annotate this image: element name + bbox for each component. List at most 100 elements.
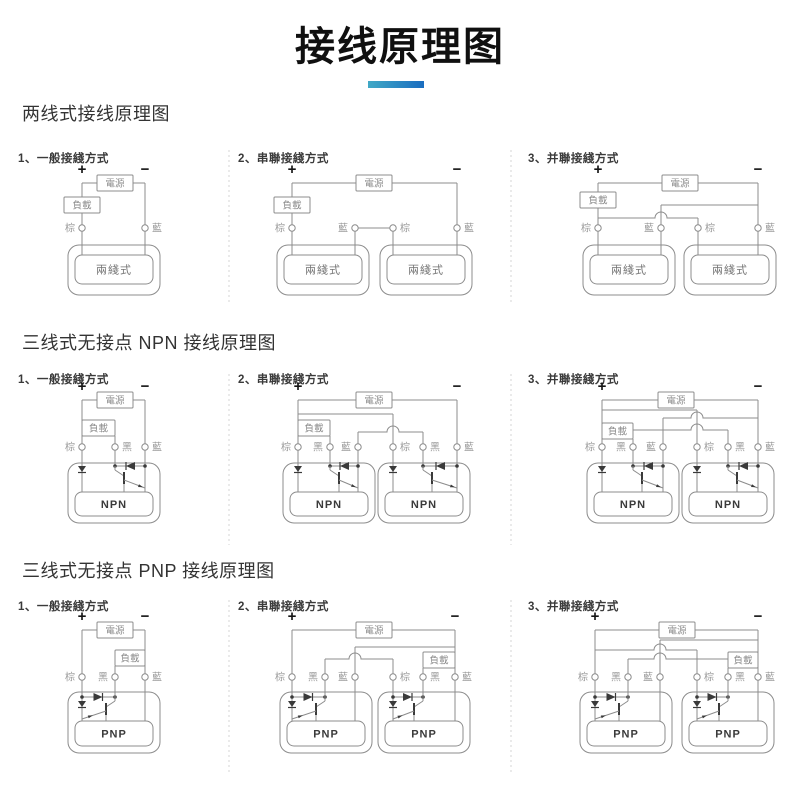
power-box-two-wire-general bbox=[96, 174, 134, 192]
caption-pnp-series: 2、串聯接綫方式 bbox=[238, 601, 329, 613]
junction-dot bbox=[391, 695, 395, 699]
terminal-label-black: 黑 bbox=[308, 672, 318, 684]
sensor-label-pnp-parallel-0: PNP bbox=[613, 729, 639, 741]
page-title: 接线原理图 bbox=[295, 25, 505, 69]
load-box-pnp-parallel bbox=[727, 651, 759, 669]
sensor-label-npn-general-0: NPN bbox=[101, 499, 127, 511]
minus-terminal-label: − bbox=[451, 608, 460, 625]
load-box-npn-series bbox=[297, 419, 331, 437]
load-box-pnp-parallel-label: 負載 bbox=[733, 655, 753, 667]
minus-terminal-label: − bbox=[141, 161, 150, 178]
junction-dot bbox=[756, 464, 760, 468]
sensor-inner-box-npn-parallel-0 bbox=[593, 491, 673, 517]
terminal-brown bbox=[389, 224, 397, 232]
load-box-pnp-series-label: 負載 bbox=[429, 655, 449, 667]
diode-icon bbox=[436, 462, 445, 470]
sensor-inner-box-pnp-general-0 bbox=[74, 720, 154, 747]
sensor-inner-box-two-wire-general-0 bbox=[74, 254, 154, 285]
terminal-black bbox=[321, 673, 329, 681]
terminal-label-brown: 棕 bbox=[581, 222, 591, 235]
sensor-inner-box-pnp-parallel-0 bbox=[586, 720, 666, 747]
emitter-arrow bbox=[397, 715, 403, 719]
minus-terminal-label: − bbox=[141, 378, 150, 395]
terminal-brown bbox=[694, 224, 702, 232]
terminal-brown bbox=[389, 443, 397, 451]
plus-terminal-label: + bbox=[294, 378, 303, 395]
terminal-label-blue: 藍 bbox=[643, 671, 653, 684]
terminal-label-brown: 棕 bbox=[65, 671, 75, 684]
wire-jump bbox=[595, 643, 697, 651]
load-box-npn-series-label: 負載 bbox=[304, 423, 324, 435]
load-box-pnp-general-label: 負載 bbox=[120, 653, 140, 665]
diode-icon bbox=[340, 462, 349, 470]
section-heading-two-wire: 两线式接线原理图 bbox=[22, 104, 170, 124]
load-box-two-wire-series bbox=[273, 196, 311, 214]
terminal-label-blue: 藍 bbox=[152, 222, 162, 235]
diode-icon bbox=[403, 693, 412, 701]
terminal-label-blue: 藍 bbox=[152, 441, 162, 454]
minus-terminal-label: − bbox=[141, 608, 150, 625]
wire-jump bbox=[325, 652, 393, 660]
sensor-inner-box-npn-parallel-1 bbox=[688, 491, 768, 517]
load-box-two-wire-general-label: 負載 bbox=[72, 200, 92, 212]
terminal-label-black: 黑 bbox=[616, 442, 626, 454]
power-box-npn-parallel-label: 電源 bbox=[666, 396, 686, 407]
terminal-brown bbox=[389, 673, 397, 681]
power-box-two-wire-series-label: 電源 bbox=[364, 179, 384, 190]
load-box-two-wire-parallel bbox=[579, 191, 617, 209]
emitter-arrow bbox=[87, 715, 93, 719]
diode-icon bbox=[598, 466, 606, 472]
terminal-brown bbox=[594, 224, 602, 232]
terminal-label-black: 黑 bbox=[735, 442, 745, 454]
terminal-label-brown: 棕 bbox=[275, 222, 285, 235]
terminal-black bbox=[419, 443, 427, 451]
terminal-blue bbox=[656, 673, 664, 681]
terminal-label-brown: 棕 bbox=[281, 441, 291, 454]
power-box-pnp-series bbox=[355, 621, 393, 639]
sensor-inner-box-two-wire-parallel-1 bbox=[690, 254, 770, 285]
plus-terminal-label: + bbox=[288, 608, 297, 625]
terminal-label-blue: 藍 bbox=[765, 671, 775, 684]
sensor-inner-box-pnp-series-1 bbox=[384, 720, 464, 747]
terminal-label-brown: 棕 bbox=[275, 671, 285, 684]
terminal-black bbox=[326, 443, 334, 451]
terminal-black bbox=[629, 443, 637, 451]
plus-terminal-label: + bbox=[78, 608, 87, 625]
terminal-black bbox=[419, 673, 427, 681]
power-box-npn-general-label: 電源 bbox=[105, 396, 125, 407]
section-heading-pnp: 三线式无接点 PNP 接线原理图 bbox=[22, 561, 275, 581]
power-box-two-wire-series bbox=[355, 174, 393, 192]
wire-jump bbox=[633, 423, 728, 431]
power-box-two-wire-parallel-label: 電源 bbox=[670, 179, 690, 190]
diode-icon bbox=[606, 693, 616, 701]
terminal-black bbox=[111, 673, 119, 681]
load-box-pnp-series bbox=[422, 651, 456, 669]
minus-terminal-label: − bbox=[754, 608, 763, 625]
junction-dot bbox=[80, 695, 84, 699]
terminal-label-blue: 藍 bbox=[464, 222, 474, 235]
terminal-blue bbox=[453, 224, 461, 232]
terminal-label-brown: 棕 bbox=[578, 671, 588, 684]
load-box-two-wire-series-label: 負載 bbox=[282, 200, 302, 212]
terminal-blue bbox=[351, 673, 359, 681]
terminal-black bbox=[624, 673, 632, 681]
sensor-inner-box-npn-general-0 bbox=[74, 491, 154, 517]
terminal-label-blue: 藍 bbox=[765, 222, 775, 235]
sensor-label-two-wire-parallel-1: 兩綫式 bbox=[712, 264, 748, 277]
power-box-pnp-parallel bbox=[658, 621, 696, 639]
caption-two-wire-general: 1、一般接綫方式 bbox=[18, 153, 109, 165]
plus-terminal-label: + bbox=[288, 161, 297, 178]
terminal-label-black: 黑 bbox=[122, 442, 132, 454]
power-box-two-wire-parallel bbox=[661, 174, 699, 192]
terminal-brown bbox=[78, 443, 86, 451]
terminal-brown bbox=[78, 224, 86, 232]
sensor-inner-box-two-wire-series-0 bbox=[283, 254, 363, 285]
diode-icon bbox=[707, 693, 717, 701]
wire-jump bbox=[598, 211, 698, 219]
sensor-label-two-wire-series-0: 兩綫式 bbox=[305, 264, 341, 277]
diode-icon bbox=[739, 462, 748, 470]
emitter-arrow bbox=[138, 484, 143, 488]
terminal-label-blue: 藍 bbox=[338, 671, 348, 684]
terminal-label-blue: 藍 bbox=[765, 441, 775, 454]
sensor-inner-box-npn-series-0 bbox=[289, 491, 369, 517]
